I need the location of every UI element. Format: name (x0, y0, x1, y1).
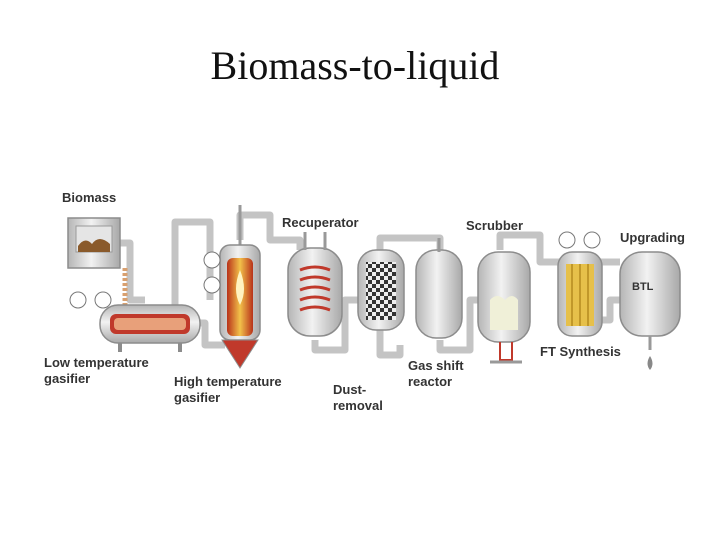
label-high-temperature-gasifier-line1: High temperature (174, 374, 282, 389)
pressure-gauge-icon (203, 276, 221, 294)
biomass-hopper (67, 217, 128, 305)
label-scrubber: Scrubber (466, 218, 524, 233)
pressure-gauge-icon (203, 251, 221, 269)
label-gas-shift-reactor-line1: Gas shift (408, 358, 464, 373)
scrubber (477, 251, 531, 364)
ft-synthesis-reactor (557, 231, 603, 337)
label-recuperator: Recuperator (282, 215, 359, 230)
label-biomass: Biomass (62, 190, 117, 205)
label-btl: BTL (632, 281, 654, 293)
high-temperature-gasifier (203, 205, 261, 369)
low-temperature-gasifier (69, 291, 201, 352)
label-gas-shift-reactor-line2: reactor (408, 374, 453, 389)
label-high-temperature-gasifier-line2: gasifier (174, 390, 221, 405)
label-ft-synthesis: FT Synthesis (540, 344, 621, 359)
gas-shift-reactor (415, 238, 463, 339)
droplet-icon (647, 356, 653, 370)
label-upgrading: Upgrading (620, 230, 685, 245)
label-dust-removal-line2: removal (333, 398, 383, 413)
label-dust-removal-line1: Dust- (333, 382, 367, 397)
recuperator (287, 232, 343, 337)
pressure-gauge-icon (583, 231, 601, 249)
pressure-gauge-icon (94, 291, 112, 309)
dust-removal-unit (357, 249, 405, 331)
page-title: Biomass-to-liquid (210, 43, 500, 88)
pressure-gauge-icon (558, 231, 576, 249)
upgrading-tank (619, 251, 681, 370)
pressure-gauge-icon (69, 291, 87, 309)
label-low-temperature-gasifier-line1: Low temperature (44, 355, 149, 370)
label-low-temperature-gasifier-line2: gasifier (44, 371, 91, 386)
